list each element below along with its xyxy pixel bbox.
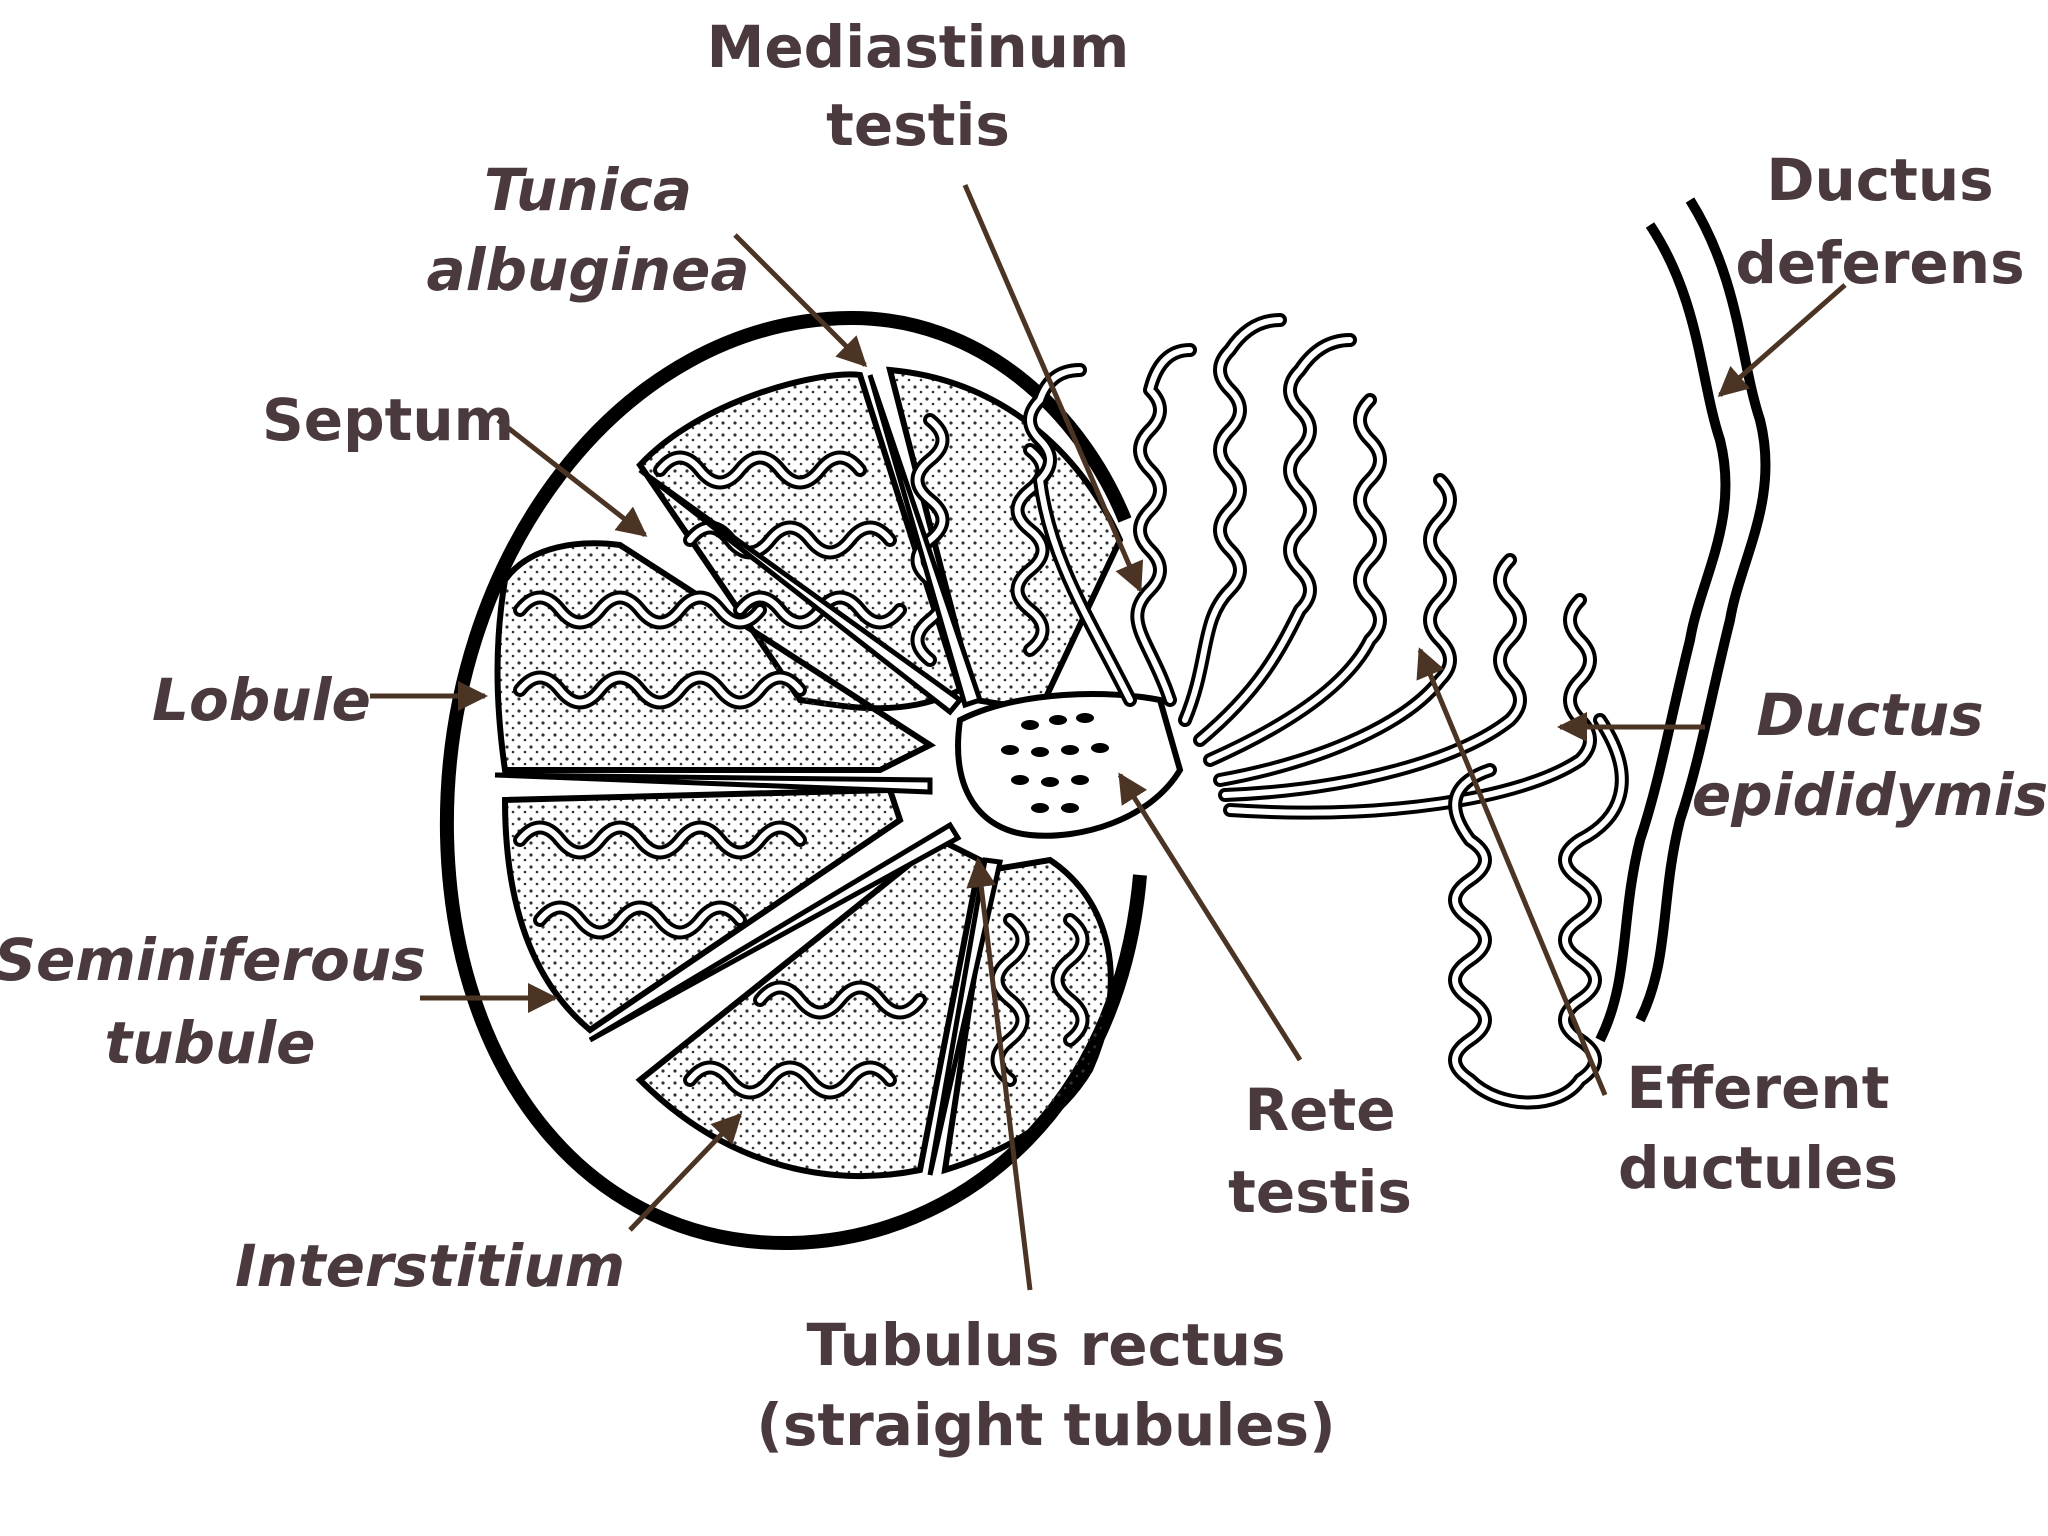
leader-rete-testis xyxy=(1117,772,1303,1062)
label-efferent-ductules-line2: ductules xyxy=(1618,1134,1898,1202)
leader-lines xyxy=(370,184,1847,1291)
label-septum: Septum xyxy=(262,386,514,454)
efferent-ductules xyxy=(1023,313,1597,820)
label-efferent-ductules-line1: Efferent xyxy=(1627,1054,1890,1122)
leader-interstitium xyxy=(628,1112,743,1232)
label-mediastinum-testis-line2: testis xyxy=(826,91,1010,159)
label-ductus-epididymis-line1: Ductus xyxy=(1756,681,1983,749)
septum-3 xyxy=(494,772,933,795)
testis xyxy=(439,310,1184,1251)
label-mediastinum-testis-line1: Mediastinum xyxy=(707,13,1130,81)
ductus-epididymis xyxy=(1448,713,1629,1110)
label-lobule: Lobule xyxy=(152,666,371,734)
label-tubulus-rectus-line1: Tubulus rectus xyxy=(806,1311,1285,1379)
ductus-deferens-inner xyxy=(1635,197,1771,1023)
labels: Mediastinum testis Tunica albuginea Sept… xyxy=(0,13,2048,1459)
leader-tunica xyxy=(733,233,868,368)
leader-tubulus-rectus xyxy=(966,857,1033,1291)
label-seminiferous-tubule-line1: Seminiferous xyxy=(0,926,426,994)
label-seminiferous-tubule-line2: tubule xyxy=(104,1009,315,1077)
label-interstitium: Interstitium xyxy=(235,1232,625,1300)
label-tunica-albuginea-line1: Tunica xyxy=(484,156,692,224)
rete-testis-channels xyxy=(1001,713,1109,813)
septum-1 xyxy=(638,467,964,716)
septum-4 xyxy=(588,821,962,1043)
leader-mediastinum xyxy=(962,184,1144,593)
leader-efferent xyxy=(1416,647,1608,1096)
leader-septum xyxy=(496,418,648,537)
label-tubulus-rectus-line2: (straight tubules) xyxy=(756,1391,1335,1459)
label-rete-testis-line2: testis xyxy=(1228,1158,1412,1226)
label-ductus-deferens-line1: Ductus xyxy=(1766,146,1993,214)
leader-ductus-deferens xyxy=(1717,283,1847,397)
septa xyxy=(494,374,1004,1176)
label-ductus-epididymis-line2: epididymis xyxy=(1692,761,2048,829)
label-rete-testis-line1: Rete xyxy=(1244,1076,1395,1144)
septum-2 xyxy=(867,374,984,709)
ductus-deferens-outer xyxy=(1595,222,1731,1043)
tunica-albuginea xyxy=(439,310,1147,1251)
label-tunica-albuginea-line2: albuginea xyxy=(427,236,750,304)
ductus-deferens xyxy=(1595,197,1771,1043)
label-ductus-deferens-line2: deferens xyxy=(1735,229,2024,297)
